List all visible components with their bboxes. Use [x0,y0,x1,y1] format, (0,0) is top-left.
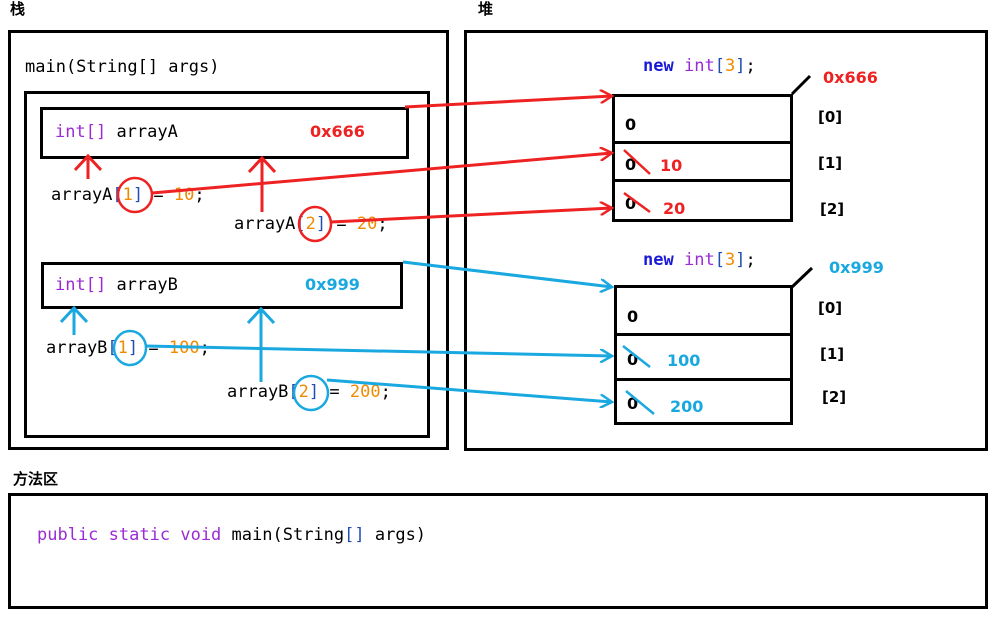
heap-array-1-address: 0x666 [823,68,878,87]
heap-array-1-cell-0: 0 [612,94,793,144]
stack-label: 栈 [10,0,26,18]
statement-arrayB-2: arrayB[2] = 200; [227,382,391,402]
frame-signature: main(String[] args) [25,57,220,77]
arrayA-declaration: int[] arrayA [55,122,178,142]
heap-array-2-new-expression: new int[3]; [643,250,756,270]
arrayB-address: 0x999 [305,275,360,294]
heap-array-1-index-2: [2] [820,200,845,218]
heap-array-2-index-2: [2] [822,388,847,406]
heap-array-1-new-expression: new int[3]; [643,56,756,76]
arrayB-variable [41,262,403,309]
statement-arrayB-1: arrayB[1] = 100; [46,338,210,358]
heap-array-2-address: 0x999 [829,258,884,277]
arrayA-address: 0x666 [310,122,365,141]
method-signature: public static void main(String[] args) [37,525,427,545]
arrayB-declaration: int[] arrayB [55,275,178,295]
statement-arrayA-1: arrayA[1] = 10; [51,185,205,205]
method-area-label: 方法区 [13,470,59,488]
heap-array-2-cell-0: 0 [614,285,793,336]
heap-array-2-index-1: [1] [820,345,845,363]
method-area-region [8,493,988,609]
heap-array-2-index-0: [0] [818,299,843,317]
heap-array-1-index-0: [0] [818,108,843,126]
heap-label: 堆 [478,0,494,18]
statement-arrayA-2: arrayA[2] = 20; [234,214,388,234]
heap-array-1-index-1: [1] [818,154,843,172]
